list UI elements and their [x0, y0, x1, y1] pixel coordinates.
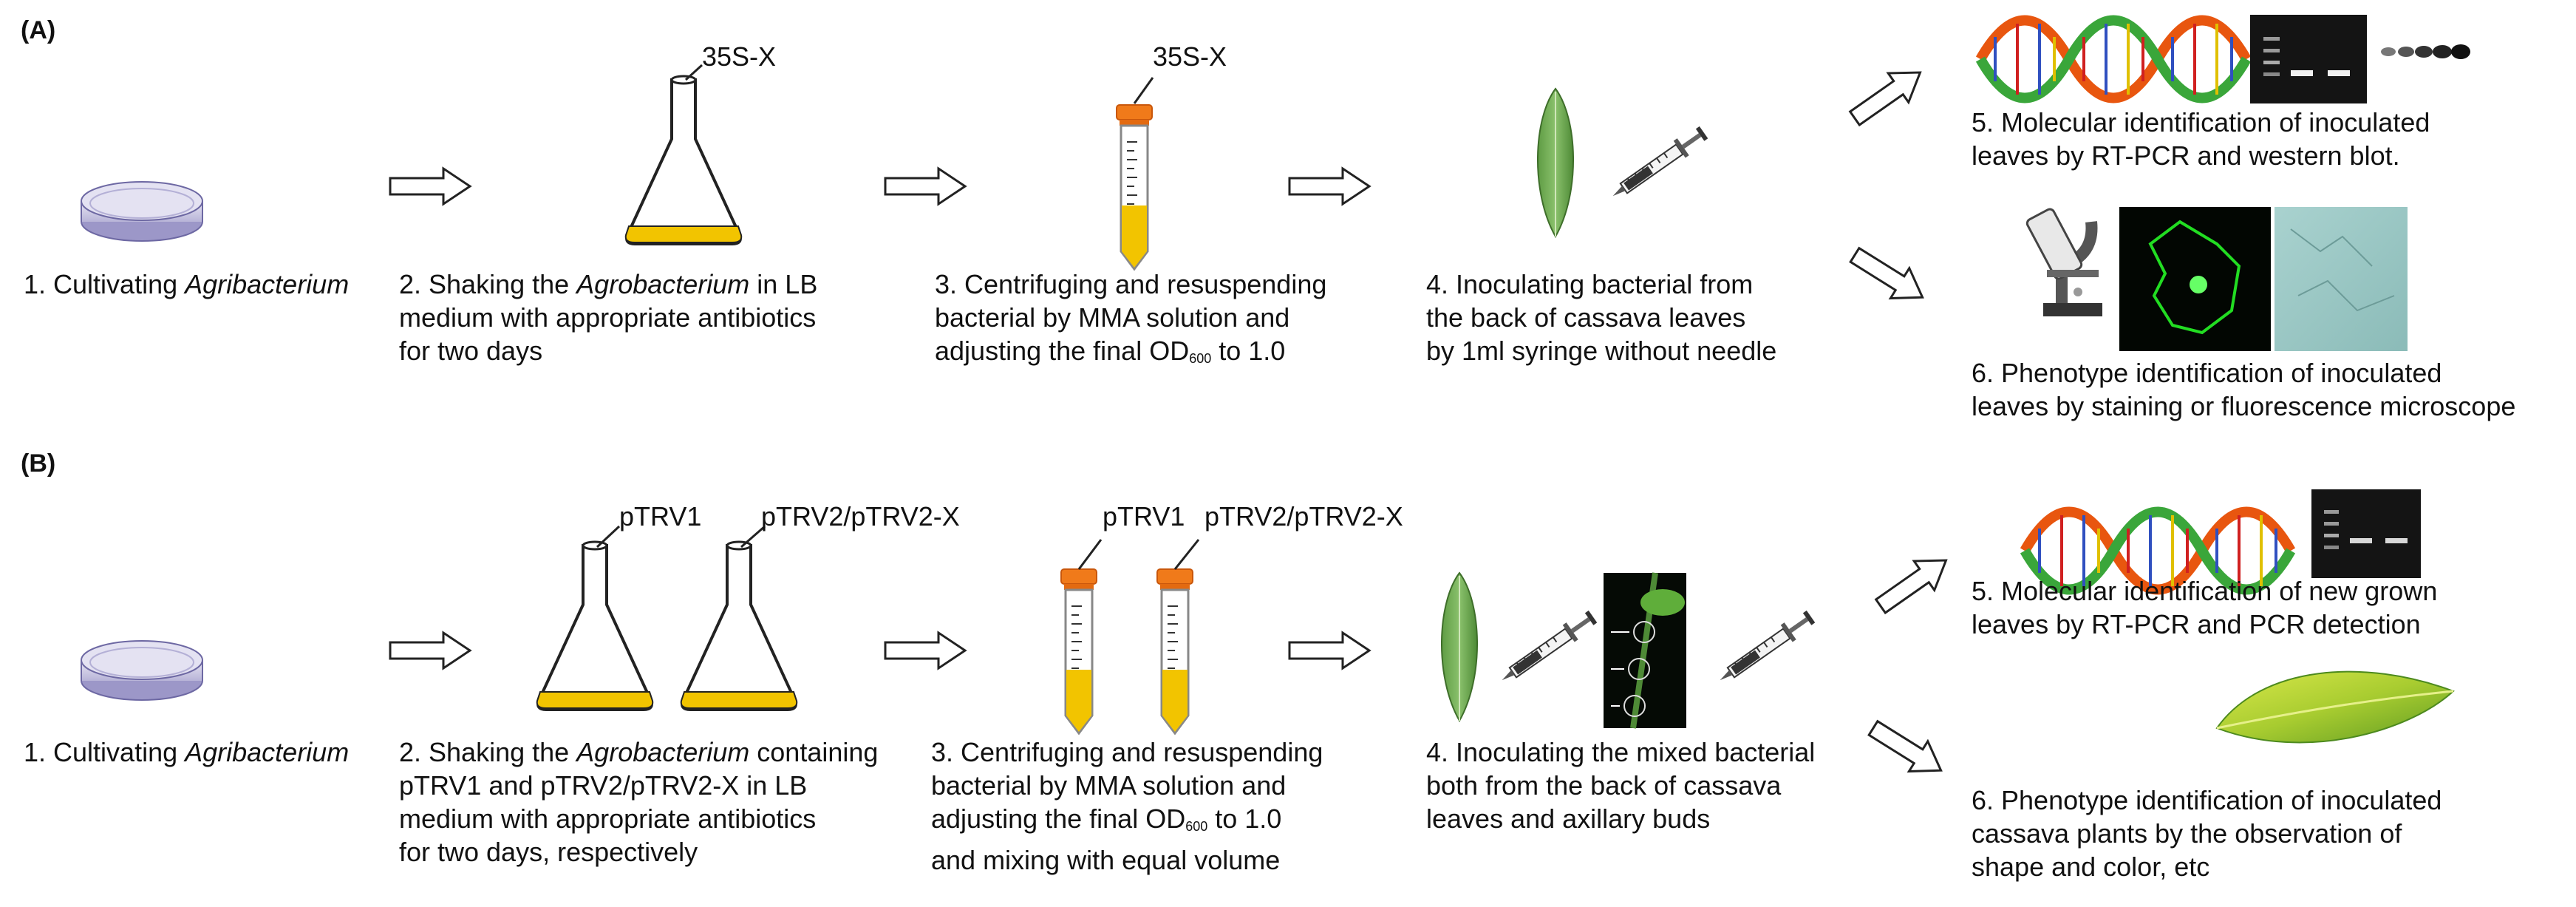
panel-label-a: (A) [21, 16, 56, 44]
caption-a-step2: 2. Shaking the Agrobacterium in LB mediu… [399, 269, 818, 366]
syringe-a-icon [1606, 123, 1711, 205]
leaf-b-icon [1440, 572, 1479, 721]
caption-a-step5: 5. Molecular identification of inoculate… [1972, 107, 2430, 171]
tag-flask-a: 35S-X [702, 41, 777, 72]
tag-tube-a: 35S-X [1153, 41, 1227, 72]
staining-image [2275, 207, 2408, 351]
axillary-bud-image [1604, 572, 1686, 729]
arrow-a1 [389, 167, 471, 205]
caption-a-step6: 6. Phenotype identification of inoculate… [1972, 358, 2516, 421]
arrow-b3 [1288, 631, 1371, 670]
petri-dish-a [81, 181, 203, 242]
arrow-b5-down [1862, 712, 1952, 787]
caption-b-step3: 3. Centrifuging and resuspending bacteri… [931, 737, 1323, 875]
gel-image-a [2250, 15, 2367, 103]
gel-image-b [2311, 489, 2421, 578]
flask-b2 [679, 540, 799, 711]
caption-b-step4: 4. Inoculating the mixed bacterial both … [1426, 737, 1816, 834]
tube-a [1115, 103, 1154, 271]
tag-flask-b1: pTRV1 [619, 501, 702, 531]
syringe-b1-icon [1495, 607, 1600, 690]
caption-b-step6: 6. Phenotype identification of inoculate… [1972, 785, 2442, 882]
tube-b1 [1060, 568, 1098, 735]
leaf-a-icon [1536, 88, 1575, 237]
dna-helix-a-icon [1980, 21, 2246, 98]
arrow-a5-down [1844, 239, 1933, 314]
caption-a-step1: 1. Cultivating Agribacterium [24, 269, 350, 299]
label-line-tube-b1 [1077, 539, 1103, 570]
fluorescence-image [2119, 207, 2271, 351]
cassava-leaf-image [2215, 670, 2455, 744]
panel-label-b: (B) [21, 449, 56, 478]
arrow-b4-up [1869, 544, 1957, 622]
arrow-a3 [1288, 167, 1371, 205]
tube-b2 [1156, 568, 1194, 735]
label-line-flask-a [684, 64, 703, 81]
label-line-flask-b2 [740, 525, 766, 548]
caption-a-step3: 3. Centrifuging and resuspending bacteri… [935, 269, 1327, 366]
tag-flask-b2: pTRV2/pTRV2-X [761, 501, 960, 531]
arrow-b1 [389, 631, 471, 670]
label-line-flask-b1 [596, 525, 621, 548]
caption-a-step4: 4. Inoculating bacterial from the back o… [1426, 269, 1777, 366]
arrow-a2 [884, 167, 967, 205]
western-blot-a [2376, 33, 2476, 70]
syringe-b2-icon [1713, 607, 1818, 690]
flask-b1 [535, 540, 655, 711]
flask-a [624, 75, 743, 245]
arrow-a4-up [1843, 56, 1932, 135]
label-line-tube-a [1133, 77, 1154, 104]
tag-tube-b2: pTRV2/pTRV2-X [1204, 501, 1403, 531]
microscope-icon [2025, 208, 2102, 316]
caption-b-step5: 5. Molecular identification of new grown… [1972, 576, 2438, 639]
arrow-b2 [884, 631, 967, 670]
caption-b-step2: 2. Shaking the Agrobacterium containing … [399, 737, 879, 867]
label-line-tube-b2 [1173, 539, 1200, 570]
tag-tube-b1: pTRV1 [1103, 501, 1185, 531]
caption-b-step1: 1. Cultivating Agribacterium [24, 737, 350, 767]
petri-dish-b [81, 640, 203, 701]
